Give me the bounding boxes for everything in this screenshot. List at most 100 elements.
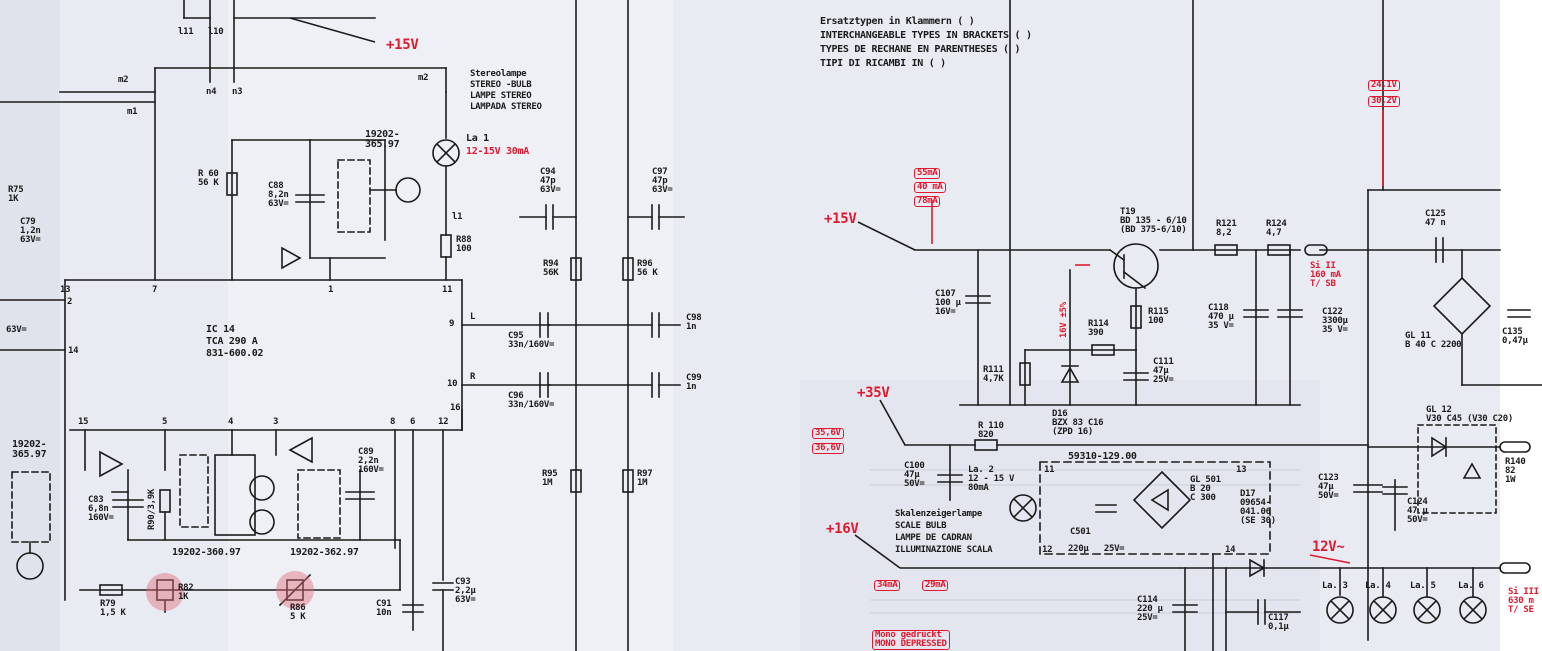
pin-11: 11 xyxy=(442,285,453,295)
stereo-lamp-it: LAMPADA STEREO xyxy=(470,102,542,112)
label-r82: R82 1K xyxy=(178,583,194,602)
module-362-97: 19202-362.97 xyxy=(290,547,359,558)
rail-plus35: +35V xyxy=(857,385,890,401)
label-r79: R79 1,5 K xyxy=(100,599,126,618)
label-c117: C117 0,1μ xyxy=(1268,613,1289,632)
term-n4: n4 xyxy=(206,87,217,97)
label-la3: La. 3 xyxy=(1322,581,1348,591)
meas-24v: 24,1V xyxy=(1368,80,1400,91)
pin-15: 15 xyxy=(78,417,89,427)
ic-part: 831-600.02 xyxy=(206,348,264,359)
meas-35v: 35,6V xyxy=(812,428,844,439)
term-m1: m1 xyxy=(127,107,138,117)
pin-13: 13 xyxy=(60,285,71,295)
label-c83: C83 6,8n 160V= xyxy=(88,495,114,523)
stereo-lamp-de: Stereolampe xyxy=(470,69,527,79)
pin-4: 4 xyxy=(228,417,234,427)
label-c118: C118 470 μ 35 V= xyxy=(1208,303,1234,331)
mod-pin-12: 12 xyxy=(1042,545,1053,555)
scale-lamp-it: ILLUMINAZIONE SCALA xyxy=(895,545,993,555)
module-360-97: 19202-360.97 xyxy=(172,547,241,558)
label-c98: C98 1n xyxy=(686,313,702,332)
rail-plus15-top: +15V xyxy=(386,37,419,53)
rail-plus16: +16V xyxy=(826,521,859,537)
meas-34ma: 34mA xyxy=(874,580,901,591)
label-c501-value: 220μ 25V= xyxy=(1068,544,1125,554)
meas-55ma: 55mA xyxy=(914,168,941,179)
label-gl501: GL 501 B 20 C 300 xyxy=(1190,475,1221,503)
label-c93: C93 2,2μ 63V= xyxy=(455,577,476,605)
label-r90: R90/3,9K xyxy=(147,489,157,530)
meas-78ma: 78mA xyxy=(914,196,941,207)
stereo-lamp-en: STEREO -BULB xyxy=(470,80,532,90)
label-c107: C107 100 μ 16V= xyxy=(935,289,961,317)
label-c501: C501 xyxy=(1070,527,1091,537)
stereo-lamp-fr: LAMPE STEREO xyxy=(470,91,532,101)
note-de: Ersatztypen in Klammern ( ) xyxy=(820,16,975,27)
note-it: TIPI DI RICAMBI IN ( ) xyxy=(820,58,946,69)
pin-3: 3 xyxy=(273,417,279,427)
label-c99: C99 1n xyxy=(686,373,702,392)
pin-14: 14 xyxy=(68,346,79,356)
meas-30v: 30,2V xyxy=(1368,96,1400,107)
rail-plus15-mid: +15V xyxy=(824,211,857,227)
label-c79: C79 1,2n 63V= xyxy=(20,217,41,245)
meas-29ma: 29mA xyxy=(922,580,949,591)
stereo-lamp-ref: La 1 xyxy=(466,133,489,144)
mod-pin-13: 13 xyxy=(1236,465,1247,475)
pin-1: 1 xyxy=(328,285,334,295)
label-c114: C114 220 μ 25V= xyxy=(1137,595,1163,623)
meas-40ma: 40 mA xyxy=(914,182,946,193)
label-la4: La. 4 xyxy=(1365,581,1391,591)
label-r124: R124 4,7 xyxy=(1266,219,1287,238)
label-r94: R94 56K xyxy=(543,259,559,278)
label-la5: La. 5 xyxy=(1410,581,1436,591)
term-m2b: m2 xyxy=(418,73,429,83)
scale-lamp-fr: LAMPE DE CADRAN xyxy=(895,533,972,543)
scale-lamp-en: SCALE BULB xyxy=(895,521,947,531)
pin-2: 2 xyxy=(67,297,73,307)
label-c100: C100 47μ 50V= xyxy=(904,461,925,489)
module-365-97-top: 19202-365.97 xyxy=(365,129,400,150)
label-c91: C91 10n xyxy=(376,599,392,618)
label-t19: T19 BD 135 - 6/10 (BD 375-6/10) xyxy=(1120,207,1187,235)
label-r115: R115 100 xyxy=(1148,307,1169,326)
ic-type: TCA 290 A xyxy=(206,336,258,347)
label-si2: Si II 160 mA T/ SB xyxy=(1310,261,1341,289)
label-63v: 63V= xyxy=(6,325,27,335)
mod-pin-11: 11 xyxy=(1044,465,1055,475)
label-c123: C123 47μ 50V= xyxy=(1318,473,1339,501)
ic-ref: IC 14 xyxy=(206,324,235,335)
term-l11: l11 xyxy=(178,27,194,37)
label-d17: D17 09654- 041.06 (SE 30) xyxy=(1240,489,1276,526)
pin-5: 5 xyxy=(162,417,168,427)
label-r114: R114 390 xyxy=(1088,319,1109,338)
term-l10: l10 xyxy=(208,27,224,37)
stereo-lamp-rating: 12-15V 30mA xyxy=(466,146,529,157)
term-m2: m2 xyxy=(118,75,129,85)
label-d16-voltage: 16V ±5% xyxy=(1059,302,1069,338)
label-c125: C125 47 n xyxy=(1425,209,1446,228)
label-c111: C111 47μ 25V= xyxy=(1153,357,1174,385)
rail-12vac: 12V~ xyxy=(1312,539,1345,555)
label-c97: C97 47p 63V= xyxy=(652,167,673,195)
pin-6: 6 xyxy=(410,417,416,427)
label-la6: La. 6 xyxy=(1458,581,1484,591)
label-r95: R95 1M xyxy=(542,469,558,488)
meas-36v: 36,6V xyxy=(812,443,844,454)
module-59310: 59310-129.00 xyxy=(1068,451,1137,462)
pin-9: 9 xyxy=(449,319,455,329)
pin-7: 7 xyxy=(152,285,158,295)
label-d16: D16 BZX 83 C16 (ZPD 16) xyxy=(1052,409,1104,437)
label-c95: C95 33n/160V= xyxy=(508,331,555,350)
term-l: L xyxy=(470,312,476,322)
label-c88: C88 8,2n 63V= xyxy=(268,181,289,209)
label-r140: R140 82 1W xyxy=(1505,457,1526,485)
pin-8: 8 xyxy=(390,417,396,427)
note-fr: TYPES DE RECHANE EN PARENTHESES ( ) xyxy=(820,44,1021,55)
scale-lamp-de: Skalenzeigerlampe xyxy=(895,509,983,519)
label-si3: Si III 630 m T/ SE xyxy=(1508,587,1539,615)
module-365-97-left: 19202-365.97 xyxy=(12,439,47,460)
